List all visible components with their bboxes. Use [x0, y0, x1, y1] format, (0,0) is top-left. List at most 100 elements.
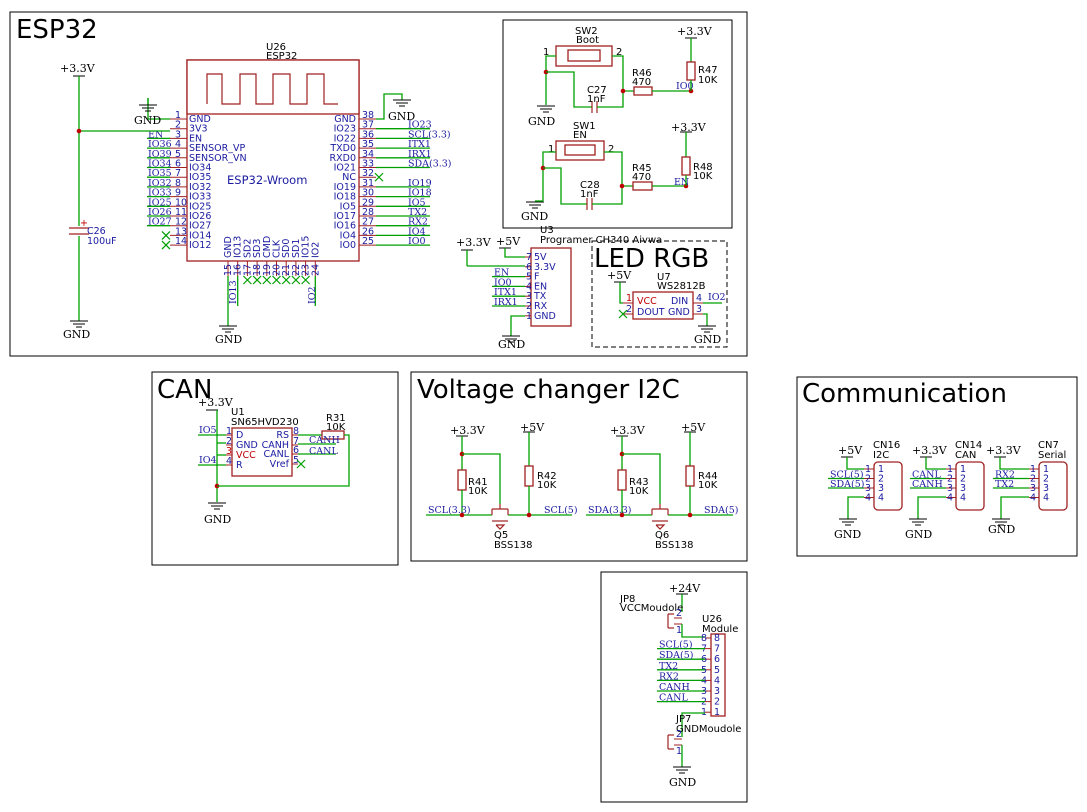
junction-dot — [620, 88, 626, 94]
sw1-button-icon — [564, 144, 596, 156]
u26-pin-name: SENSOR_VP — [189, 143, 245, 154]
u3-pin-number: 2 — [526, 301, 532, 312]
u3-body — [530, 247, 572, 327]
u26-pin-name: IO32 — [189, 182, 211, 193]
u26-pin-name: IO18 — [334, 192, 356, 203]
u26-pin-name: IO35 — [189, 172, 211, 183]
u26-pin-number: 38 — [362, 110, 374, 121]
connector-body[interactable] — [873, 461, 903, 511]
jp7-ref: JP7 — [675, 714, 691, 725]
u26-pin-number: 29 — [362, 197, 374, 208]
junction-dot — [526, 512, 532, 518]
connector-pin-label: 2 — [878, 474, 884, 485]
level-shifter-sda: +3.3V R43 10K SDA(3.3) +5V R44 10K SDA(5… — [586, 421, 738, 551]
r41-ref: R41 — [468, 477, 488, 488]
u3-pin-number: 7 — [526, 252, 532, 263]
r47-body — [686, 61, 696, 81]
u26-pin-name: SD3 — [252, 239, 263, 258]
r31-value: 10K — [326, 422, 346, 433]
u26-pin-name: IO17 — [334, 211, 356, 222]
u1-d-net: IO5 — [199, 425, 217, 436]
u3-pin-name: EN — [534, 281, 547, 292]
junction-dot — [459, 512, 465, 518]
boot-net-label: IO0 — [676, 81, 694, 92]
connector-pin-label: 3 — [1043, 483, 1049, 494]
connector-gnd-wire — [917, 496, 946, 519]
u1-pin-number: 5 — [293, 455, 299, 466]
u26-pin-number: 5 — [175, 149, 181, 160]
u26-pin-name: SD2 — [242, 239, 253, 258]
u3-pin-name: GND — [534, 311, 556, 322]
connector-pin-number: 1 — [1030, 464, 1036, 475]
c27-wire — [546, 71, 592, 108]
u26-pin-name: GND — [334, 114, 356, 125]
u1-pin-name: CANH — [262, 440, 289, 451]
u7-din: DIN — [671, 296, 688, 307]
antenna-trace-icon — [206, 73, 338, 105]
module-body — [710, 633, 726, 717]
esp32-section-frame — [9, 11, 748, 357]
u1-pin-name: R — [236, 460, 243, 471]
sw1-gnd-wire — [542, 151, 556, 201]
jp8-to-module-wire — [681, 624, 705, 638]
r47-value: 10K — [698, 75, 718, 86]
jp7-pin: 1 — [676, 746, 682, 757]
voltage-section-title: Voltage changer I2C — [417, 375, 680, 405]
connector-net-label: SCL(5) — [830, 470, 864, 481]
u26-pin-number: 26 — [362, 226, 374, 237]
module-pin-label: 3 — [714, 686, 720, 697]
no-connect-icon — [242, 275, 252, 285]
r45-body — [632, 181, 653, 191]
r41-value: 10K — [468, 486, 488, 497]
u7-pin-num: 3 — [696, 304, 702, 315]
junction-dot — [687, 512, 693, 518]
u26-net-label: IRX1 — [408, 149, 432, 160]
connector-pin-label: 4 — [878, 493, 884, 504]
connector-pin-label: 3 — [878, 483, 884, 494]
q6-gate-wire — [622, 453, 661, 504]
q5-mosfet-icon — [491, 504, 509, 530]
u26-pin-name: IO22 — [334, 133, 356, 144]
module-pin-label: 6 — [714, 654, 720, 665]
u26-pin-number: 17 — [242, 264, 253, 276]
connector-body[interactable] — [955, 461, 985, 511]
r44-ref: R44 — [698, 471, 718, 482]
r44-body — [685, 465, 695, 487]
u3-net-label: EN — [494, 268, 509, 279]
u7-net-label: IO2 — [708, 292, 726, 303]
r46-value: 470 — [632, 77, 651, 88]
connector-net-label: CANL — [912, 470, 941, 481]
connector-value: CAN — [955, 450, 976, 461]
module-net-label: SDA(5) — [659, 650, 693, 661]
gnd-label: GND — [215, 333, 242, 346]
u26-net-label: SDA(3.3) — [408, 159, 452, 170]
module-net-label: TX2 — [659, 661, 678, 672]
connector-pin-number: 4 — [947, 493, 953, 504]
esp32-section-title: ESP32 — [16, 15, 98, 45]
u26-pin-number: 20 — [272, 264, 283, 276]
can-section-title: CAN — [157, 375, 212, 405]
u3-pin-number: 1 — [526, 311, 532, 322]
u26-pin-number: 13 — [175, 226, 187, 237]
gnd-label: GND — [528, 115, 555, 128]
connector-pin-label: 4 — [960, 493, 966, 504]
u26-pin-name: IO2 — [310, 242, 321, 258]
connector-body[interactable] — [1038, 461, 1068, 511]
v33-label: +3.3V — [198, 396, 234, 409]
no-connect-icon — [252, 275, 262, 285]
v5-label: +5V — [496, 235, 521, 248]
led-u7: U7 WS2812B VCC DOUT DIN GND 1 2 3 4 +5V … — [607, 269, 726, 346]
module-pin-label: 8 — [714, 633, 720, 644]
connector-pin-number: 3 — [865, 483, 871, 494]
connector-pin-label: 3 — [960, 483, 966, 494]
u26-pin-number: 12 — [175, 217, 187, 228]
u26-ref: U26 — [266, 42, 286, 53]
u26-pin-number: 32 — [362, 168, 374, 179]
r42-body — [524, 465, 534, 487]
u26-pin-name: IO33 — [189, 192, 211, 203]
gnd-label: GND — [204, 513, 231, 526]
